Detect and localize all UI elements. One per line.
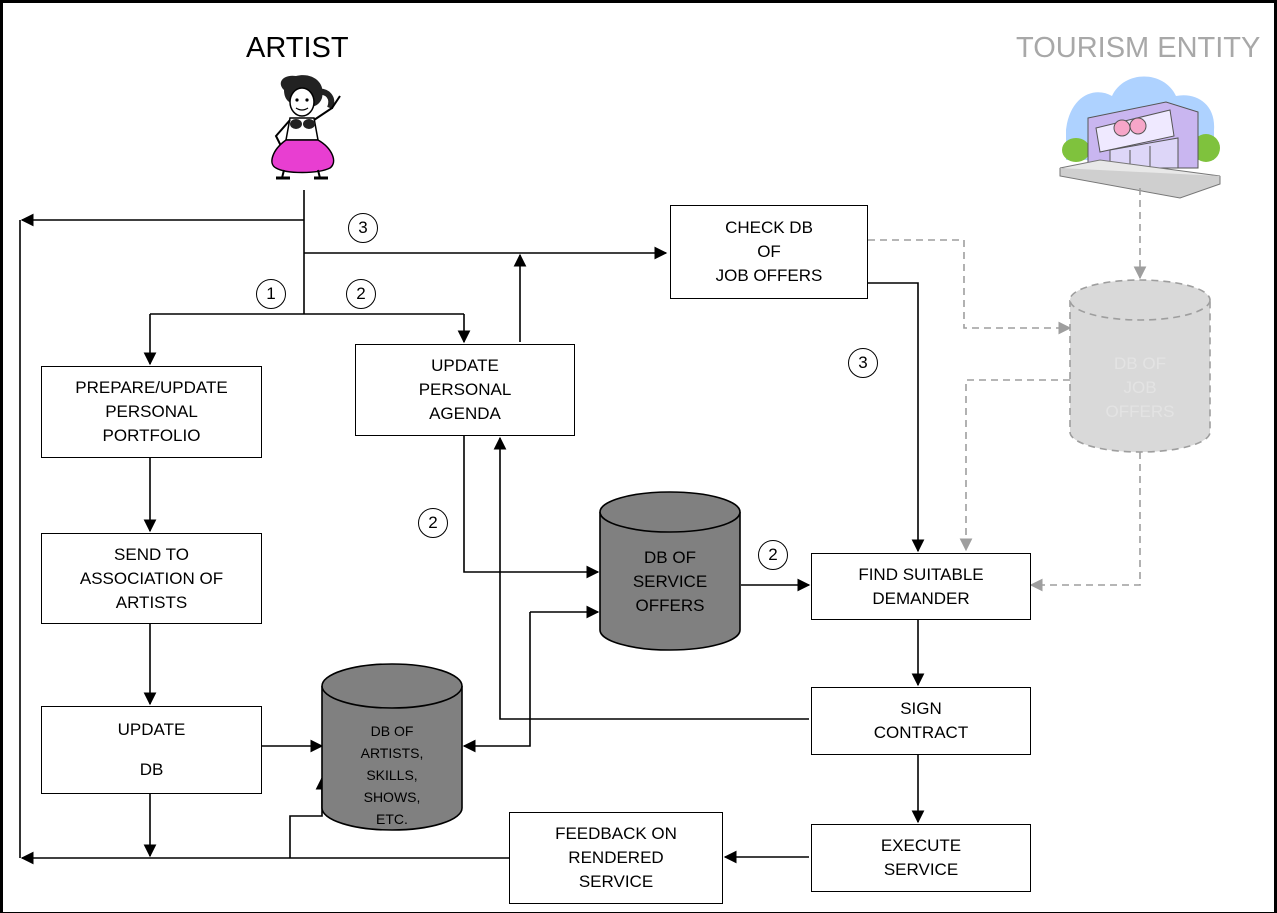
db-label-line: OFFERS (635, 596, 705, 615)
step-marker: 3 (848, 348, 878, 378)
execute-service-box: EXECUTE SERVICE (811, 824, 1031, 892)
step-marker: 2 (346, 279, 376, 309)
update-personal-agenda-box: UPDATE PERSONAL AGENDA (355, 344, 575, 436)
db-service-offers-label: DB OF SERVICE OFFERS (600, 546, 740, 618)
box-line: ASSOCIATION OF (79, 568, 224, 588)
db-label-line: ETC. (376, 811, 408, 827)
db-label-line: DB OF (370, 723, 414, 739)
artist-dancer-icon (271, 75, 341, 180)
update-db-box: UPDATE DB (41, 706, 262, 794)
box-line: DB (139, 760, 164, 779)
box-line: SERVICE (883, 860, 959, 879)
find-suitable-demander-box: FIND SUITABLE DEMANDER (811, 553, 1031, 620)
connector-lines (19, 190, 925, 865)
db-job-offers-label: DB OF JOB OFFERS (1070, 352, 1210, 424)
box-line: PORTFOLIO (102, 426, 201, 445)
box-line: SIGN (900, 699, 942, 718)
box-line: SEND TO (114, 544, 189, 564)
step-marker: 3 (348, 213, 378, 243)
box-line: PREPARE/UPDATE (75, 378, 228, 397)
box-line: PERSONAL (418, 380, 512, 399)
dashed-connectors (868, 188, 1147, 592)
box-line: UPDATE (117, 720, 186, 739)
db-job-offers-cylinder (1069, 279, 1211, 453)
db-service-offers-cylinder (599, 491, 741, 651)
db-label-line: ARTISTS, (360, 745, 424, 761)
db-artists-cylinder (321, 663, 463, 831)
box-line: JOB OFFERS (715, 266, 823, 285)
box-line: EXECUTE (880, 836, 962, 855)
box-line: SERVICE (578, 872, 654, 891)
box-line: CONTRACT (873, 723, 969, 742)
box-line: AGENDA (429, 404, 501, 423)
box-line: ARTISTS (115, 592, 188, 612)
db-label-line: OFFERS (1105, 402, 1175, 421)
artist-title: ARTIST (246, 32, 349, 64)
box-line: RENDERED (568, 848, 664, 867)
box-line: DEMANDER (872, 588, 970, 608)
step-marker: 2 (758, 540, 788, 570)
theater-building-icon (1059, 76, 1221, 199)
box-line: UPDATE (431, 356, 499, 375)
db-label-line: JOB (1123, 378, 1157, 397)
prepare-portfolio-box: PREPARE/UPDATE PERSONAL PORTFOLIO (41, 366, 262, 458)
db-label-line: SHOWS, (363, 789, 421, 805)
step-marker: 2 (418, 508, 448, 538)
feedback-box: FEEDBACK ON RENDERED SERVICE (509, 812, 723, 904)
step-marker: 1 (256, 279, 286, 309)
tourism-entity-title: TOURISM ENTITY (1016, 32, 1261, 64)
db-label-line: SERVICE (632, 572, 708, 591)
box-line: FIND SUITABLE (858, 564, 984, 584)
db-label-line: DB OF (644, 548, 696, 567)
box-line: PERSONAL (105, 402, 198, 421)
box-line: OF (757, 242, 781, 261)
send-to-association-box: SEND TO ASSOCIATION OF ARTISTS (41, 533, 262, 624)
db-artists-label: DB OF ARTISTS, SKILLS, SHOWS, ETC. (322, 720, 462, 830)
sign-contract-box: SIGN CONTRACT (811, 687, 1031, 755)
db-label-line: DB OF (1114, 354, 1166, 373)
box-line: CHECK DB (725, 218, 813, 237)
box-line: FEEDBACK ON (555, 824, 677, 843)
db-label-line: SKILLS, (366, 767, 418, 783)
check-db-job-offers-box: CHECK DB OF JOB OFFERS (670, 205, 868, 299)
